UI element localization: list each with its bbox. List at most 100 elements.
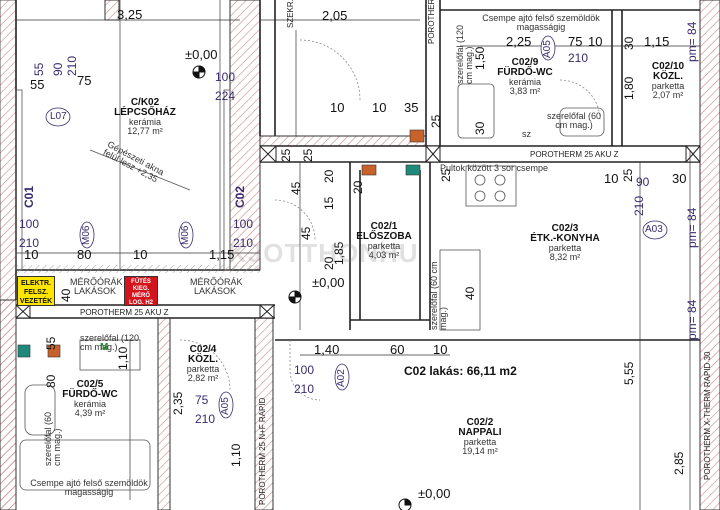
meter-2: MÉRŐÓRÁK LAKÁSOK	[190, 277, 243, 296]
dim-185: 1,85	[332, 241, 346, 265]
dim-top-8: 1,50	[473, 46, 487, 70]
dim-10-a: 10	[24, 247, 39, 262]
door-tag-m06-a: M06	[81, 225, 92, 245]
room-bath5: C02/5 FÜRDŐ-WC kerámia 4,39 m²	[55, 380, 125, 418]
dim-555: 5,55	[622, 361, 636, 385]
pm-3: pm= 84	[685, 299, 699, 340]
room-kitchen-name: C02/3	[551, 223, 579, 234]
dim-45: 45	[289, 181, 303, 195]
dim-60: 60	[390, 342, 405, 357]
dim-top-5: 10	[588, 34, 603, 49]
wall-top-bar	[259, 135, 427, 147]
note-fal-120: szerelőfal (120 cm mag.)	[80, 333, 140, 352]
dim-35: 35	[404, 100, 419, 115]
dim-25-a: 25	[279, 148, 293, 162]
room-kitchen-name2: ÉTK.-KONYHA	[530, 233, 600, 244]
room-bath9-name: C02/9	[511, 57, 539, 68]
wall-label-x-therm: POROTHERM X-THERM RAPID 30	[703, 351, 712, 480]
badge-40: 40	[463, 286, 477, 300]
dim-20-c: 20	[351, 180, 365, 194]
dim-top-2: 2,05	[322, 8, 348, 23]
room-kitchen: C02/3 ÉTK.-KONYHA parketta 8,32 m²	[520, 224, 610, 262]
room-hall4-floor: parketta	[186, 364, 220, 374]
dim-top-7: 30	[622, 36, 636, 50]
level-2: ±0,00	[312, 275, 345, 290]
column-tag-c02: C02	[233, 185, 247, 208]
dim-10-d: 10	[330, 100, 345, 115]
dim-210-c: 210	[233, 236, 254, 250]
room-living-name2: NAPPALI	[458, 427, 502, 438]
dim-25-b: 25	[301, 148, 315, 162]
door-tag-a02: A02	[336, 369, 347, 387]
wall-label-sekr: SZEKR.	[286, 0, 295, 28]
dim-55-c: 55	[44, 336, 58, 350]
meter-1: MÉRŐÓRÁK LAKÁSOK	[70, 277, 123, 296]
room-entry-name: C02/1	[370, 221, 398, 232]
dim-30-b: 30	[672, 171, 687, 186]
level-3: ±0,00	[418, 486, 451, 501]
wall-label-porotherm-right: POROTHERM 25 AKU Z	[530, 150, 619, 159]
door-tag-a05-b: A05	[220, 397, 231, 415]
dim-75: 75	[77, 73, 92, 88]
room-hall10-name: C02/10	[651, 61, 685, 72]
room-bath5-floor: kerámia	[73, 399, 106, 409]
note-fal-60: szerelőfal (60 cm mag.)	[43, 411, 62, 466]
dim-90: 90	[51, 62, 65, 76]
badge-sz: sz	[522, 129, 531, 139]
dim-210-e: 210	[195, 412, 216, 426]
dim-285: 2,85	[672, 451, 686, 475]
dim-10-b: 10	[133, 247, 148, 262]
elektr-box: ELEKTR. FELSZ. VEZETÉK	[17, 276, 55, 306]
room-hall10-area: 2,07 m²	[652, 90, 684, 100]
dim-15: 15	[322, 196, 336, 210]
dim-top-1: 3,25	[117, 7, 143, 22]
room-kitchen-area: 8,32 m²	[549, 252, 581, 262]
flat-label: C02 lakás: 66,11 m2	[404, 364, 517, 378]
dim-55: 55	[32, 62, 46, 76]
room-living-area: 19,14 m²	[462, 446, 498, 456]
room-bath9: C02/9 FÜRDŐ-WC kerámia 3,83 m²	[490, 58, 560, 96]
wall-right-outer	[699, 0, 720, 510]
room-entry-floor: parketta	[367, 241, 401, 251]
column-tag-c01: C01	[22, 185, 36, 208]
wall-label-porotherm-left: POROTHERM 25 AKU Z	[80, 308, 169, 317]
room-bath9-floor: kerámia	[508, 77, 541, 87]
badge-m: M	[100, 342, 109, 353]
note-fal-120b: szerelőfal (120 cm mag.)	[455, 24, 474, 84]
room-hall4-name2: KÖZL.	[188, 354, 218, 365]
room-stair: C/K02 LÉPCSŐHÁZ kerámia 12,77 m²	[90, 98, 200, 136]
room-living: C02/2 NAPPALI parketta 19,14 m²	[440, 418, 520, 456]
dim-210-d: 210	[294, 382, 315, 396]
dim-10-f: 10	[604, 171, 619, 186]
watermark: KJOTTHONHU	[228, 238, 419, 268]
room-entry: C02/1 ELŐSZOBA parketta 4,03 m²	[354, 222, 414, 260]
dim-55b: 55	[30, 77, 45, 92]
dim-10-e: 10	[433, 342, 448, 357]
dim-115: 1,15	[209, 247, 235, 262]
wall-c02-strip	[229, 0, 261, 271]
dim-180: 1,80	[622, 76, 636, 100]
dim-210-f: 210	[632, 195, 646, 216]
room-bath9-name2: FÜRDŐ-WC	[497, 67, 553, 78]
level-1: ±0,00	[185, 47, 218, 62]
wall-label-top: POROTHERM	[427, 0, 436, 44]
dim-25-e: 25	[429, 114, 443, 128]
room-bath9-area: 3,83 m²	[509, 86, 541, 96]
dim-top-9: 30	[473, 121, 487, 135]
dim-75-b: 75	[195, 393, 209, 407]
note-fal-60b: szerelőfal (60 cm mag.)	[546, 111, 602, 130]
door-tag-a03: A03	[645, 224, 663, 235]
room-stair-name: C/K02	[130, 97, 160, 108]
dim-top-4: 75	[568, 34, 583, 49]
room-bath5-name: C02/5	[76, 379, 104, 390]
dim-210-b: 210	[19, 236, 40, 250]
room-bath5-area: 4,39 m²	[74, 408, 106, 418]
dim-top-3: 2,25	[506, 34, 532, 49]
dim-80: 80	[77, 247, 92, 262]
note-fal-60c: szerelőfal (60 cm mag.)	[429, 261, 448, 330]
room-stair-floor: kerámia	[128, 117, 161, 127]
room-kitchen-floor: parketta	[548, 243, 582, 253]
note-door-height-bottom: Csempe ajtó felső szemöldök magasságig	[30, 478, 148, 497]
room-living-floor: parketta	[463, 437, 497, 447]
